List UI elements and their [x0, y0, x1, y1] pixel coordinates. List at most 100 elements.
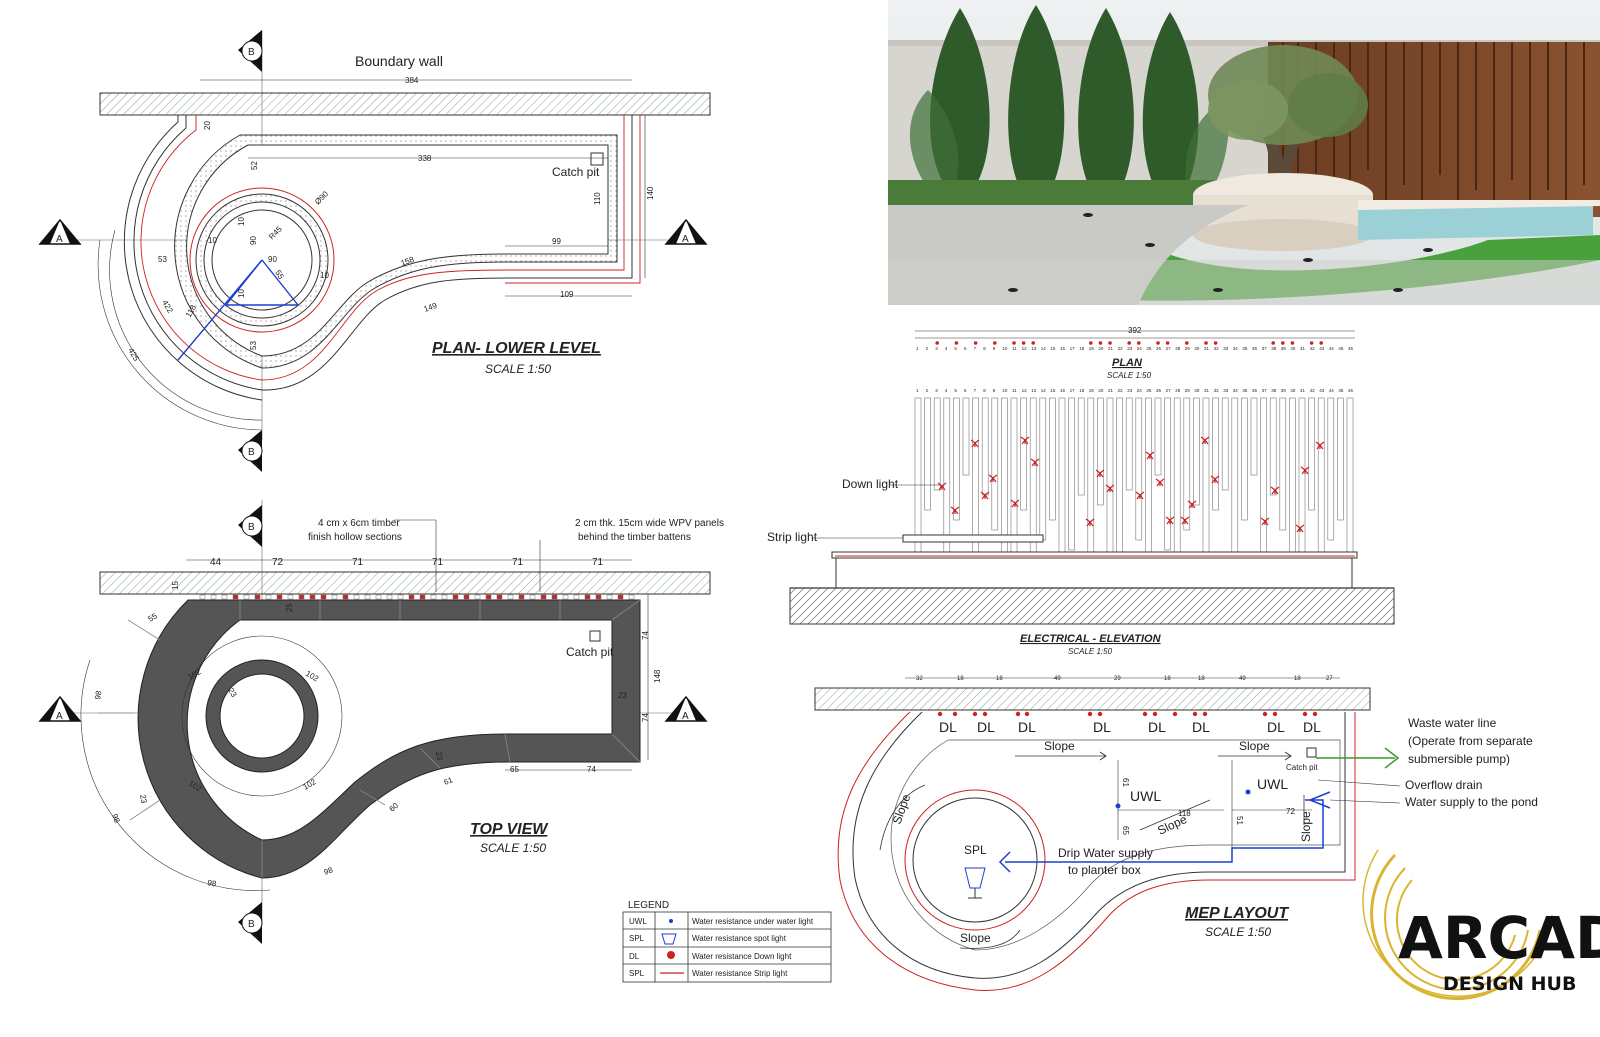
section-label-b: B [248, 522, 255, 533]
elevation-down-light-mark [1155, 478, 1165, 487]
dim-55: 55 [147, 611, 160, 624]
down-light-dot-icon [667, 951, 675, 959]
elevation-batten-number: 5 [954, 388, 957, 393]
elevation-batten-number: 16 [1060, 388, 1066, 393]
dl-label: DL [977, 719, 995, 735]
plan-batten-number: 2 [926, 346, 929, 351]
plan-batten-number: 30 [1194, 346, 1200, 351]
plan-batten-number: 21 [1108, 346, 1114, 351]
overflow-drain-label: Overflow drain [1405, 778, 1482, 792]
plan-batten-number: 31 [1204, 346, 1210, 351]
dim-98-b: 98 [110, 813, 122, 825]
plan-batten-number: 5 [954, 346, 957, 351]
legend-code: SPL [629, 934, 645, 943]
section-label-b: B [248, 919, 255, 930]
slope-label: Slope [890, 792, 914, 826]
elevation-batten [1039, 397, 1047, 541]
legend-text: Water resistance Down light [692, 952, 792, 961]
down-light-label: Down light [842, 477, 899, 491]
top-view-batten-light [518, 594, 525, 600]
elevation-down-light-mark [1270, 486, 1280, 495]
elevation-batten [1097, 397, 1104, 506]
plan-batten-number: 6 [964, 346, 967, 351]
mep-down-light-dot [1024, 711, 1030, 717]
top-view-batten-light [331, 594, 338, 600]
elevation-batten-number: 24 [1137, 388, 1143, 393]
waste-water-line-1: Waste water line [1408, 716, 1497, 730]
elevation-batten-number: 25 [1146, 388, 1152, 393]
elevation-down-light-mark [1085, 518, 1095, 527]
elevation-batten-number: 2 [926, 388, 929, 393]
elevation-batten-number: 45 [1338, 388, 1344, 393]
legend-code: SPL [629, 969, 645, 978]
plan-batten-number: 15 [1050, 346, 1056, 351]
top-view-batten-light [320, 594, 327, 600]
elevation-batten-number: 35 [1242, 388, 1248, 393]
legend-text: Water resistance spot light [692, 934, 787, 943]
elevation-batten-number: 10 [1002, 388, 1008, 393]
elec-plan-scale: SCALE 1:50 [1107, 371, 1152, 380]
plan-batten-number: 11 [1012, 346, 1017, 351]
top-view-batten-light [430, 594, 437, 600]
elevation-batten [1327, 397, 1335, 541]
elevation-batten [953, 397, 960, 521]
dl-label: DL [1303, 719, 1321, 735]
plan-batten-number: 10 [1002, 346, 1008, 351]
plan-batten-number: 3 [935, 346, 938, 351]
legend-code: DL [629, 952, 640, 961]
elevation-down-light-mark [1165, 516, 1175, 525]
mep-down-light-dot [1312, 711, 1318, 717]
mep-down-light-dot [972, 711, 978, 717]
dl-label: DL [939, 719, 957, 735]
dim-71-a: 71 [352, 557, 364, 568]
elevation-batten [1077, 397, 1085, 496]
dim-72: 72 [1286, 807, 1295, 816]
wpv-note-line-1: 2 cm thk. 15cm wide WPV panels [575, 518, 724, 529]
waste-water-line-3: submersible pump) [1408, 752, 1510, 766]
elevation-down-light-mark [1020, 436, 1030, 445]
elevation-batten-number: 18 [1079, 388, 1085, 393]
plan-down-light-dot [1031, 341, 1035, 345]
plan-down-light-dot [973, 341, 978, 345]
plan-down-light-dot [1156, 341, 1160, 345]
plan-batten-number: 16 [1060, 346, 1066, 351]
dim-99: 99 [552, 237, 561, 246]
plan-batten-number: 4 [945, 346, 948, 351]
elevation-batten [1298, 397, 1306, 561]
mep-down-light-dot [1202, 711, 1208, 717]
elevation-batten-number: 21 [1108, 388, 1114, 393]
section-label-a: A [56, 711, 63, 722]
uwl-dot-icon [669, 919, 673, 923]
dim-109: 109 [560, 290, 574, 299]
elevation-batten-number: 13 [1031, 388, 1037, 393]
top-view-batten-light [375, 594, 382, 600]
dim-71-d: 71 [592, 557, 604, 568]
plan-down-light-dot [1108, 341, 1112, 345]
elevation-batten [1317, 397, 1325, 553]
plan-batten-number: 39 [1281, 346, 1287, 351]
dim-90-b: 90 [268, 255, 277, 264]
plan-batten-number: 12 [1022, 346, 1028, 351]
wpv-note-line-2: behind the timber battens [578, 532, 691, 543]
dim-53-b: 53 [249, 341, 258, 350]
plan-batten-number: 25 [1146, 346, 1152, 351]
dim-10-c: 10 [237, 289, 246, 298]
top-view-batten-light [408, 594, 415, 600]
dim-53-a: 53 [158, 255, 167, 264]
elevation-batten-number: 19 [1089, 388, 1095, 393]
plan-batten-number: 17 [1070, 346, 1076, 351]
plan-batten-number: 32 [1214, 346, 1220, 351]
top-view-batten-light [463, 594, 470, 600]
mep-top-dim: 49 [1054, 676, 1061, 682]
elevation-batten-number: 20 [1098, 388, 1104, 393]
section-label-a: A [682, 711, 689, 722]
legend-row-dl: DL Water resistance Down light [629, 951, 792, 961]
mep-top-dim: 27 [1326, 676, 1333, 682]
elevation-batten [1260, 397, 1267, 553]
elevation-batten-number: 30 [1194, 388, 1200, 393]
dim-118: 118 [1178, 809, 1191, 818]
